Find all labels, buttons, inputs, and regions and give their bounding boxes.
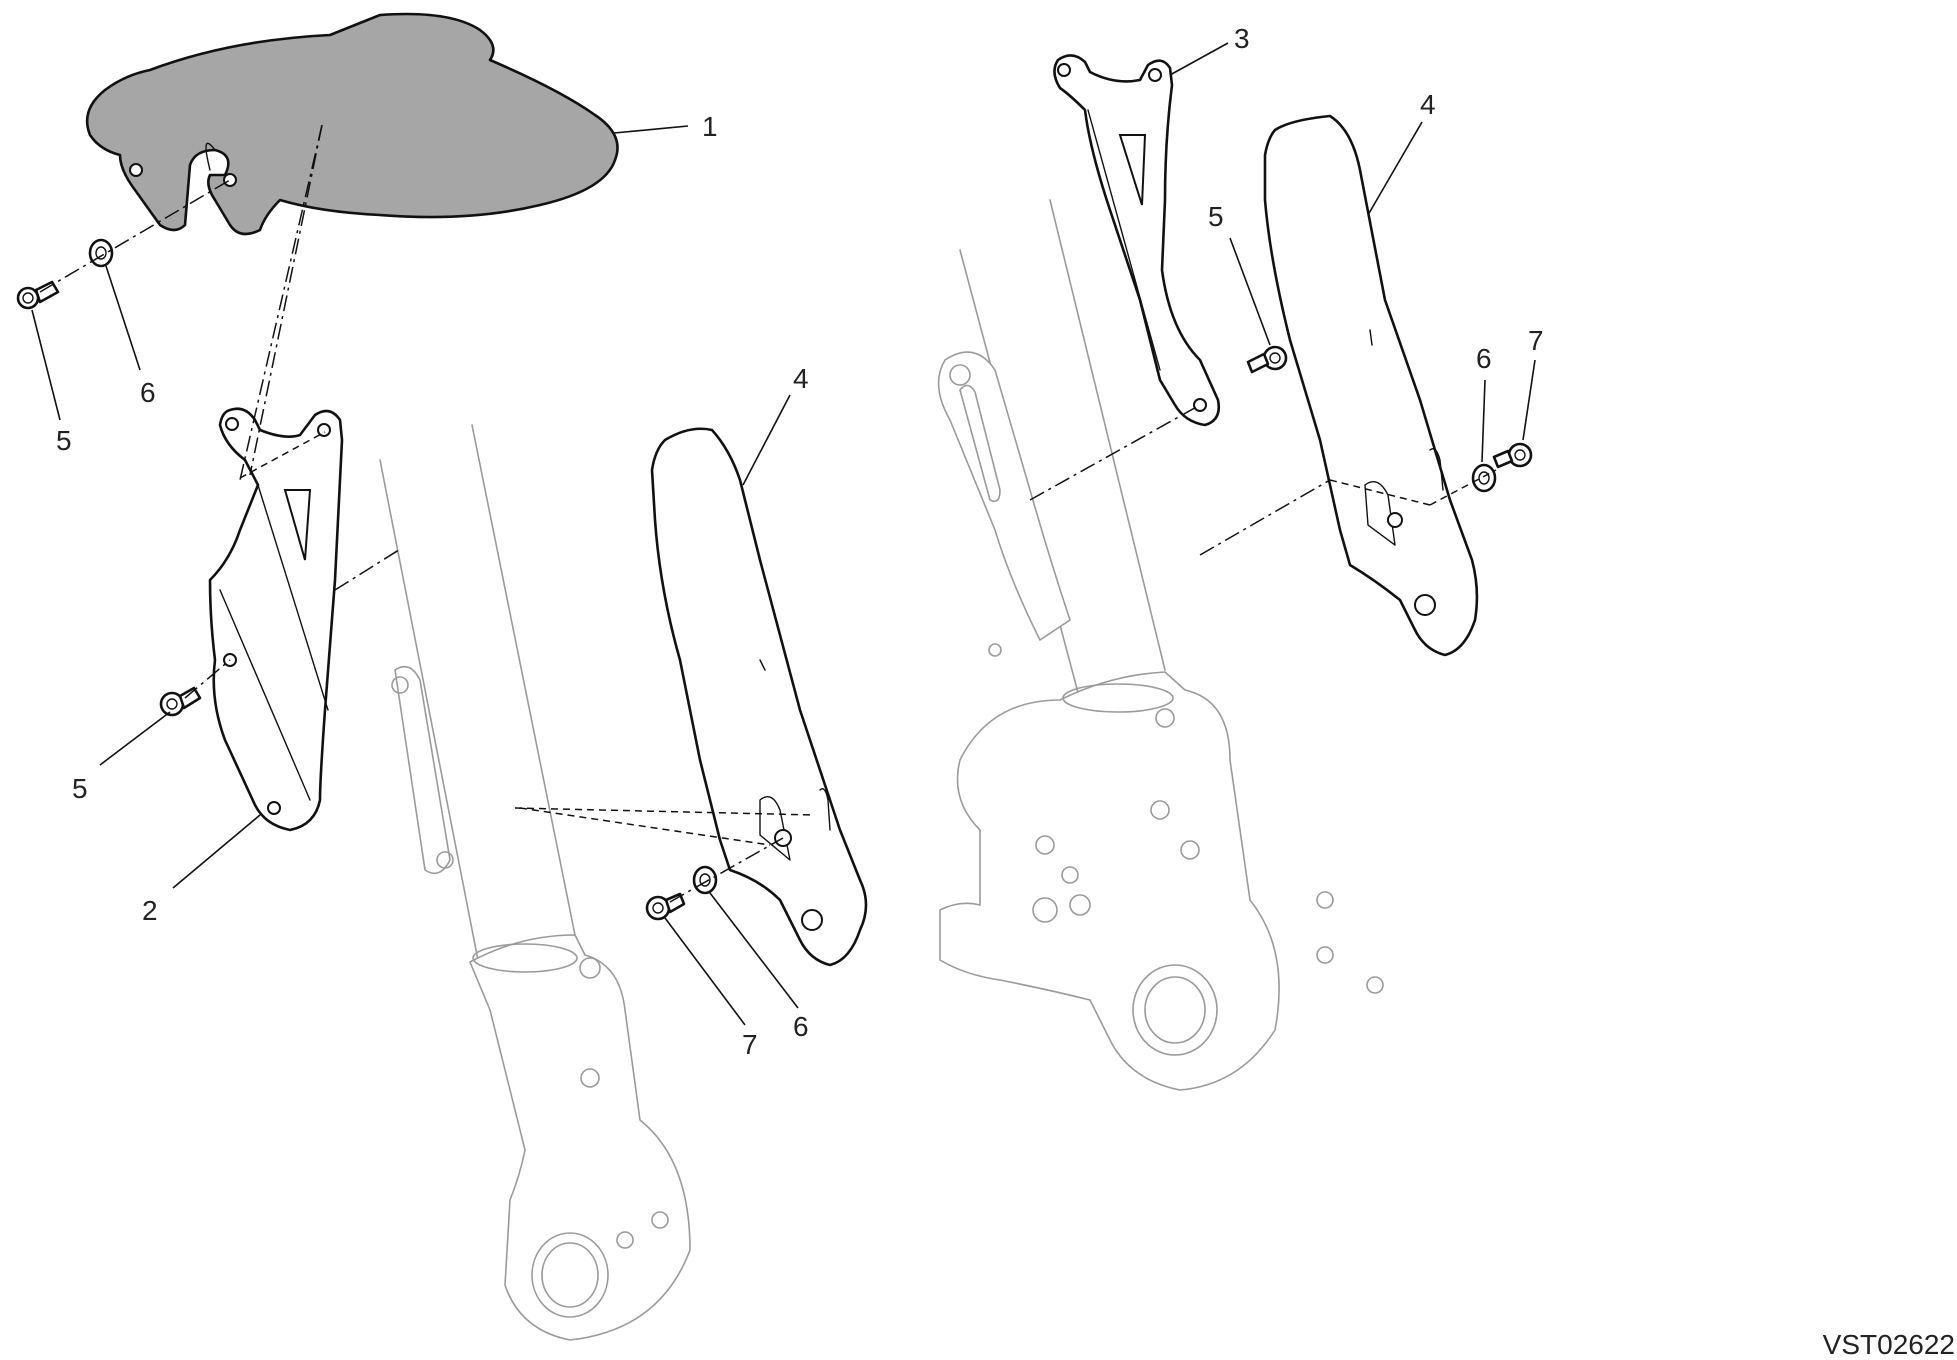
callout-left-screw-bracket: 5 bbox=[72, 773, 88, 804]
callout-right-guard: 4 bbox=[1420, 89, 1436, 120]
right-fender-bracket bbox=[1053, 54, 1220, 427]
front-fender bbox=[85, 12, 619, 236]
leader-lines bbox=[31, 42, 1536, 1026]
washer-left-guard bbox=[692, 865, 718, 895]
callout-left-washer-guard: 6 bbox=[793, 1011, 809, 1042]
assembly-lines bbox=[39, 124, 1497, 903]
washer-right-guard bbox=[1471, 463, 1497, 493]
callout-right-screw-guard: 7 bbox=[1528, 325, 1544, 356]
callout-left-fender: 1 bbox=[702, 111, 718, 142]
callout-right-washer: 6 bbox=[1476, 343, 1492, 374]
screw-left-bracket bbox=[159, 686, 202, 717]
left-fork-guard bbox=[650, 427, 868, 967]
screw-left-guard bbox=[645, 892, 686, 921]
right-fork-guard bbox=[1263, 114, 1479, 657]
callout-left-bracket: 2 bbox=[142, 895, 158, 926]
callout-left-screw-top: 5 bbox=[56, 425, 72, 456]
washer-left-top bbox=[88, 238, 114, 268]
screw-right-bracket bbox=[1246, 345, 1288, 374]
callout-left-screw-guard: 7 bbox=[742, 1029, 758, 1060]
callout-right-bracket: 3 bbox=[1234, 23, 1250, 54]
callout-left-guard: 4 bbox=[793, 363, 809, 394]
screw-left-top bbox=[16, 280, 60, 310]
callout-right-screw: 5 bbox=[1208, 201, 1224, 232]
callout-left-washer-top: 6 bbox=[140, 377, 156, 408]
left-fork-leg bbox=[379, 424, 691, 1341]
left-fender-bracket bbox=[208, 407, 344, 832]
drawing-reference-code: VST02622 bbox=[1823, 1329, 1955, 1360]
callout-labels: 1 2 3 4 4 5 6 5 7 6 5 6 7 bbox=[56, 23, 1544, 1060]
screw-right-guard bbox=[1492, 442, 1533, 469]
right-fork-leg bbox=[937, 199, 1384, 1091]
